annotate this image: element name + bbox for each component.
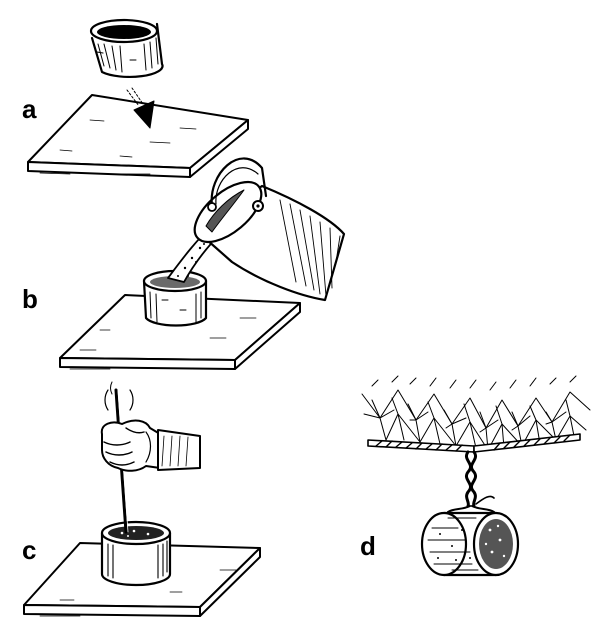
- hand: [100, 419, 201, 472]
- ring-mould-c: [100, 520, 172, 587]
- rope-knot: [447, 450, 495, 513]
- panel-d: [361, 375, 591, 577]
- panel-label-c: c: [22, 535, 37, 565]
- panel-label-a: a: [22, 94, 37, 124]
- ring-mould-a: [89, 18, 164, 79]
- float-line: [367, 433, 581, 453]
- panel-label-b: b: [22, 284, 38, 314]
- panel-c: [23, 381, 261, 617]
- panel-a: [27, 18, 249, 178]
- board-b: [59, 294, 301, 370]
- panel-b: [59, 157, 346, 370]
- bucket: [193, 157, 346, 302]
- panel-label-d: d: [360, 531, 376, 561]
- arrow-down-icon: [126, 87, 155, 129]
- board-a: [27, 94, 249, 178]
- concrete-sinker: [420, 511, 520, 577]
